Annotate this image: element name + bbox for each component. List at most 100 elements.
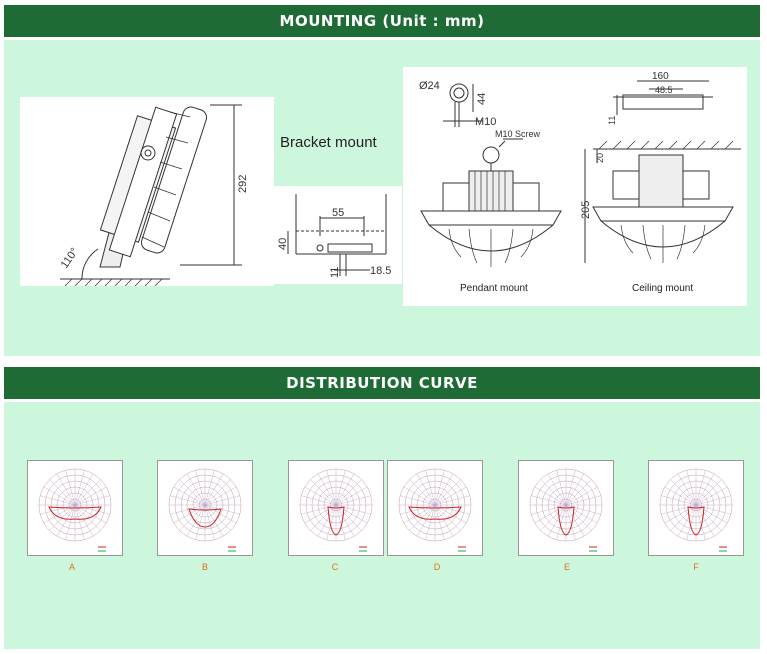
distribution-curve <box>48 506 102 520</box>
curve-d-plot <box>398 468 472 552</box>
polar-spoke <box>204 504 215 540</box>
dim-18-5: 18.5 <box>370 265 391 277</box>
polar-spoke <box>664 486 697 506</box>
polar-spoke <box>74 504 85 540</box>
distribution-curve <box>188 508 222 528</box>
polar-spoke <box>170 495 206 506</box>
dim-20: 20 <box>595 153 605 163</box>
dim-292: 292 <box>237 175 249 193</box>
polar-spoke <box>677 473 697 506</box>
polar-spoke <box>335 504 362 531</box>
polar-spoke <box>695 470 706 506</box>
pendant-mount-label: Pendant mount <box>460 283 528 294</box>
polar-spoke <box>547 473 567 506</box>
polar-spoke <box>56 473 76 506</box>
polar-spoke <box>695 495 731 506</box>
polar-spoke <box>335 495 371 506</box>
polar-spoke <box>74 504 101 531</box>
polar-spoke <box>661 504 697 515</box>
polar-spoke <box>416 504 436 537</box>
polar-spoke <box>565 504 585 537</box>
polar-spoke <box>304 486 337 506</box>
mounting-title: MOUNTING (Unit : mm) <box>279 12 485 30</box>
polar-spoke <box>65 504 76 540</box>
polar-spoke <box>425 504 436 540</box>
polar-spoke <box>434 504 454 537</box>
polar-spoke <box>565 470 576 506</box>
curve-f-plot <box>659 468 733 552</box>
dim-ceiling-11: 11 <box>607 116 617 125</box>
polar-spoke <box>565 479 592 506</box>
polar-spoke <box>74 504 94 537</box>
dim-11: 11 <box>329 267 341 278</box>
polar-spoke <box>310 479 337 506</box>
polar-spoke <box>204 470 215 506</box>
polar-spoke <box>310 504 337 531</box>
polar-spoke <box>335 504 346 540</box>
polar-spoke <box>204 504 237 524</box>
polar-spoke <box>434 473 454 506</box>
distribution-curve <box>557 506 575 536</box>
polar-spoke <box>56 504 76 537</box>
dim-110-angle: 110° <box>59 246 81 271</box>
curve-letter-f: F <box>693 562 699 572</box>
polar-spoke <box>74 486 107 506</box>
polar-spoke <box>695 479 722 506</box>
polar-spoke <box>534 486 567 506</box>
polar-spoke <box>540 504 567 531</box>
polar-spoke <box>695 486 728 506</box>
polar-spoke <box>661 495 697 506</box>
curve-e-plot <box>529 468 603 552</box>
polar-spoke <box>204 473 224 506</box>
polar-spoke <box>49 479 76 506</box>
polar-spoke <box>434 504 470 515</box>
polar-spoke <box>74 479 101 506</box>
polar-spoke <box>74 504 110 515</box>
polar-spoke <box>540 479 567 506</box>
distribution-curve <box>687 506 705 536</box>
polar-spoke <box>74 470 85 506</box>
distribution-curve <box>408 506 462 520</box>
curve-letter-b: B <box>201 562 208 572</box>
curve-b-plot <box>168 468 242 552</box>
curve-letter-e: E <box>563 562 570 572</box>
polar-spoke <box>565 495 601 506</box>
distribution-curve <box>327 506 345 536</box>
mounting-header: MOUNTING (Unit : mm) <box>4 5 760 37</box>
polar-spoke <box>531 495 567 506</box>
curve-a-plot <box>38 468 112 552</box>
ceiling-mount-label: Ceiling mount <box>632 283 694 294</box>
polar-spoke <box>317 473 337 506</box>
polar-spoke <box>204 504 240 515</box>
curve-box-a <box>27 460 123 556</box>
curve-c-plot <box>299 468 373 552</box>
polar-spoke <box>409 504 436 531</box>
polar-spoke <box>74 473 94 506</box>
polar-spoke <box>677 504 697 537</box>
polar-spoke <box>335 504 355 537</box>
polar-spoke <box>173 504 206 524</box>
polar-spoke <box>49 504 76 531</box>
polar-spoke <box>416 473 436 506</box>
polar-spoke <box>335 486 368 506</box>
polar-spoke <box>170 504 206 515</box>
polar-spoke <box>43 486 76 506</box>
polar-spoke <box>565 473 585 506</box>
polar-spoke <box>670 504 697 531</box>
polar-spoke <box>434 486 467 506</box>
distribution-header: DISTRIBUTION CURVE <box>4 367 760 399</box>
polar-spoke <box>531 504 567 515</box>
polar-spoke <box>204 486 237 506</box>
polar-spoke <box>565 504 601 515</box>
polar-spoke <box>179 479 206 506</box>
polar-spoke <box>695 473 715 506</box>
polar-spoke <box>400 495 436 506</box>
polar-spoke <box>434 504 461 531</box>
polar-spoke <box>695 504 722 531</box>
curve-letter-c: C <box>331 562 339 572</box>
curve-box-d <box>387 460 483 556</box>
dim-160: 160 <box>652 71 669 82</box>
polar-spoke <box>335 504 371 515</box>
curve-letter-a: A <box>68 562 75 572</box>
bracket-side-drawing: 292 110° <box>20 97 274 286</box>
